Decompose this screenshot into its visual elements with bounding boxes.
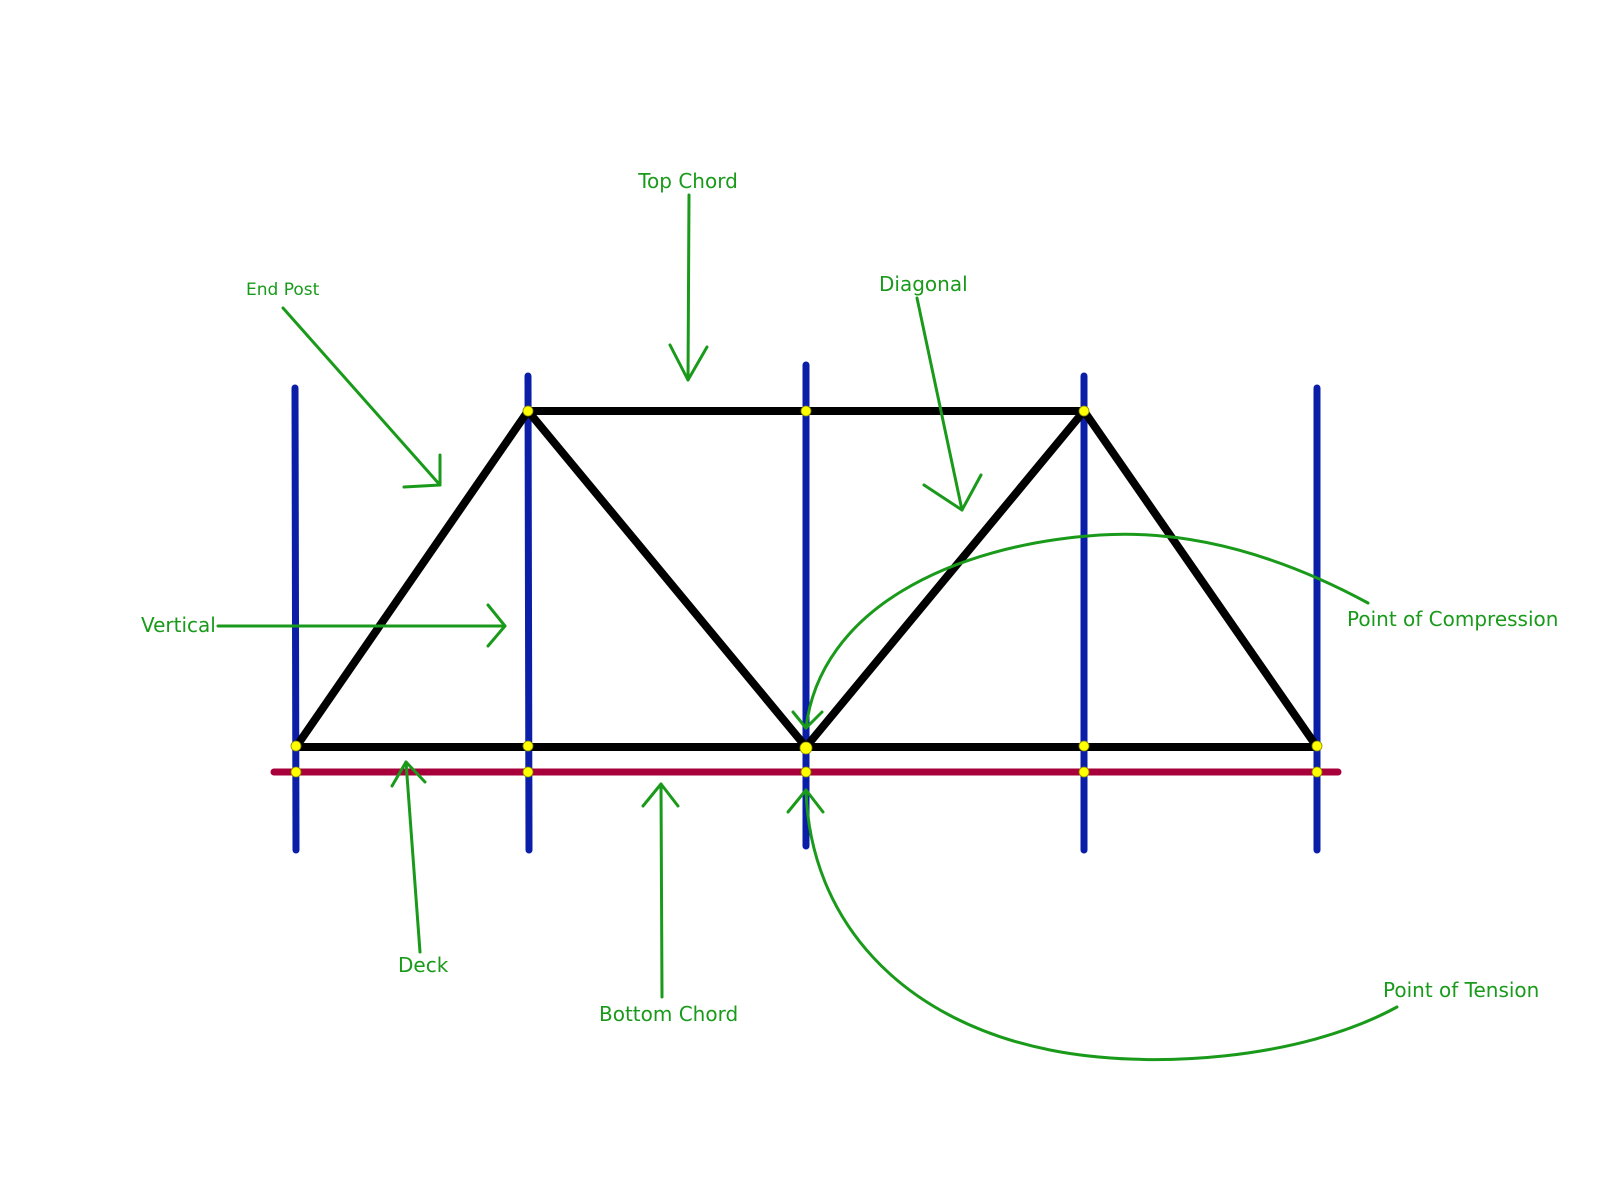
- joint: [800, 405, 812, 417]
- joint: [290, 766, 302, 778]
- joint: [800, 766, 812, 778]
- joint: [1078, 740, 1090, 752]
- top-chord-arrow: [668, 193, 709, 382]
- point-of-tension-arrow: [786, 788, 1399, 1062]
- annotation-labels: Top Chord End Post Diagonal Vertical Poi…: [141, 169, 1558, 1026]
- deck-arrow: [390, 760, 427, 954]
- joint: [799, 741, 813, 755]
- end-post-arrow: [281, 306, 442, 489]
- joint: [1078, 766, 1090, 778]
- joint: [1311, 766, 1323, 778]
- joint: [1311, 740, 1323, 752]
- diagonal-right: [802, 407, 1088, 751]
- vertical-post-2: [524, 372, 533, 854]
- diagonal-label: Diagonal: [879, 272, 968, 296]
- joint: [522, 405, 534, 417]
- point-of-compression-arrow: [791, 532, 1370, 730]
- end-post-right: [1080, 407, 1321, 751]
- vertical-post-1: [291, 384, 300, 854]
- diagonal-left: [524, 407, 810, 751]
- diagonal-arrow: [915, 296, 983, 512]
- bottom-chord-label: Bottom Chord: [599, 1002, 738, 1026]
- vertical-label: Vertical: [141, 613, 216, 637]
- joints: [290, 405, 1323, 778]
- top-chord-label: Top Chord: [637, 169, 738, 193]
- point-of-compression-label: Point of Compression: [1347, 607, 1558, 631]
- bottom-chord-arrow: [641, 782, 680, 999]
- annotation-arrows: [216, 193, 1399, 1062]
- point-of-tension-label: Point of Tension: [1383, 978, 1539, 1002]
- end-post-label: End Post: [246, 280, 320, 300]
- deck-label: Deck: [398, 953, 449, 977]
- end-post-left: [292, 407, 532, 751]
- joint: [290, 740, 302, 752]
- vertical-arrow: [216, 603, 507, 648]
- joint: [1078, 405, 1090, 417]
- joint: [522, 766, 534, 778]
- joint: [522, 740, 534, 752]
